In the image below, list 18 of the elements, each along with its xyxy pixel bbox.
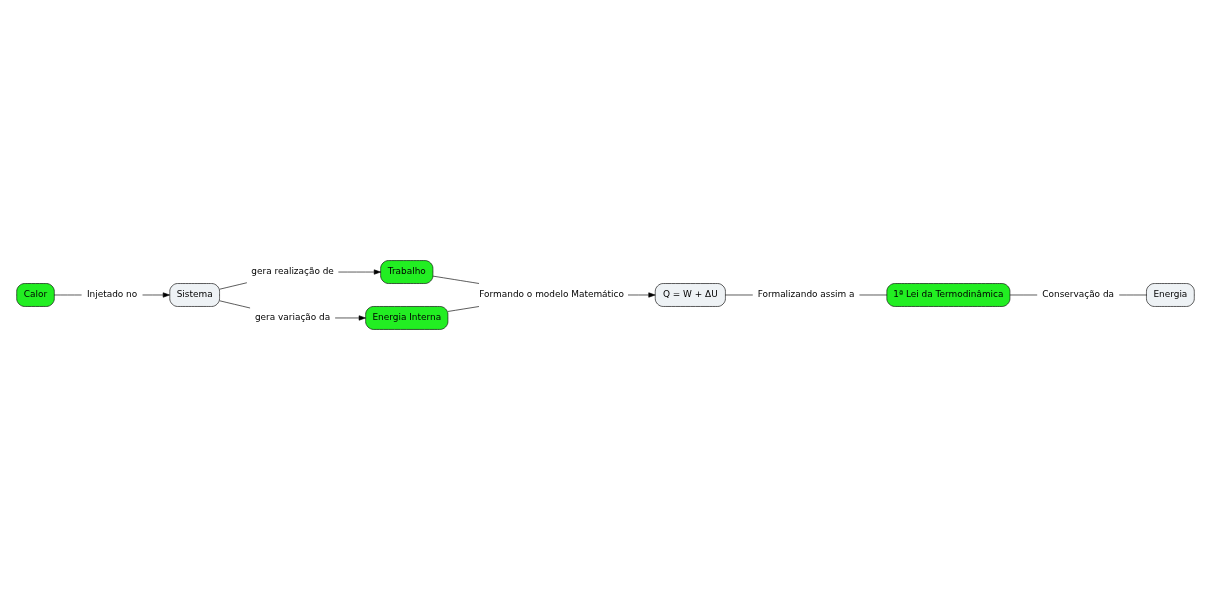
node-box: Calor (16, 283, 55, 307)
arrow (334, 315, 366, 321)
node-text: Formando o modelo Matemático (479, 289, 624, 300)
node-text: Conservação da (1042, 289, 1115, 300)
node-box: Energia Interna (365, 306, 449, 330)
node-text: Formalizando assim a (757, 289, 855, 300)
node-box: 1ª Lei da Termodinâmica (886, 283, 1011, 307)
node-box: Sistema (169, 283, 220, 307)
node-box: Q = W + ΔU (654, 283, 726, 307)
node-box: Energia (1146, 283, 1195, 307)
node-box: Trabalho (380, 260, 434, 284)
connector (1118, 294, 1147, 296)
node-text: gera variação da (254, 312, 331, 323)
node-text: gera realização de (251, 266, 334, 277)
arrow (627, 292, 656, 298)
arrow (142, 292, 170, 298)
arrow (338, 269, 381, 275)
node-text: Injetado no (86, 289, 138, 300)
